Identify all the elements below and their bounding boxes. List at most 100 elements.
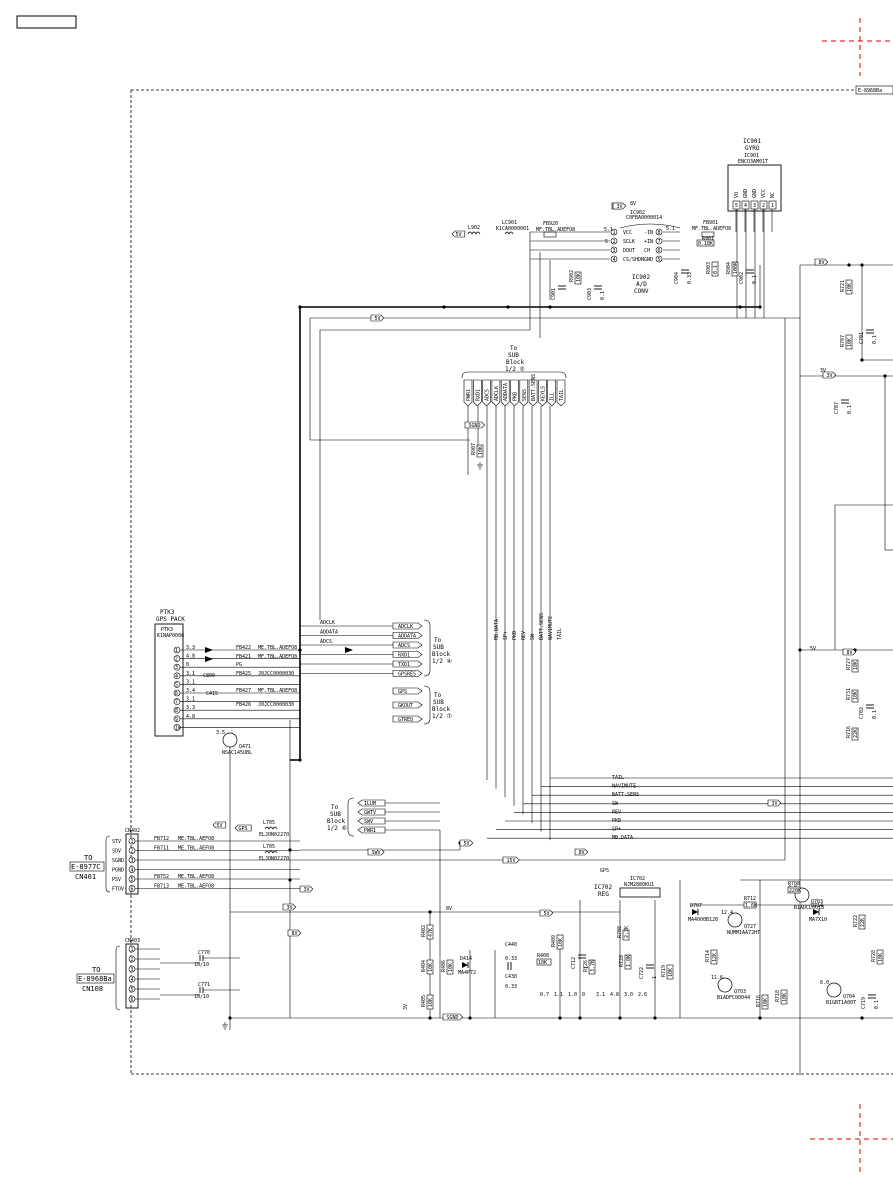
net-tag-label: 3V: [617, 204, 623, 210]
cn402-to-l2: E-8977C: [71, 863, 101, 871]
sub-b-tag: [392, 687, 423, 695]
sub-top-pin: [500, 379, 510, 407]
sub-top-pin-label: ADCS: [485, 389, 491, 401]
resistor-ref: R722: [853, 915, 859, 927]
net-tag: [451, 230, 466, 238]
ic902-name: A/D: [636, 281, 647, 288]
resistor-value: 10K: [853, 661, 859, 670]
resistor-ref: R402: [421, 925, 427, 937]
transistor-voltage: 6.0: [820, 980, 829, 986]
cn402-pin-name: PSV: [112, 877, 121, 883]
ic902-pin-name: CS/SHDN: [623, 257, 644, 263]
resistor-value: 10K: [478, 446, 484, 455]
sub-top-pin-label: RXD1: [475, 389, 481, 401]
inductor: [264, 850, 278, 854]
junction-dot: [298, 648, 302, 652]
transistor-part: B1ADFC00044: [717, 995, 750, 1001]
junction-dot: [798, 648, 802, 652]
sub-a-signal: ADDATA: [398, 634, 416, 640]
ic901-pin: [732, 200, 741, 210]
inductor-ref: L705: [263, 820, 275, 826]
sub-top-pin: [547, 379, 557, 407]
diode: [813, 909, 819, 915]
transistor-ref: Q703: [734, 989, 746, 995]
net-tag-label: 5V: [375, 316, 381, 322]
ic901-pin: [768, 200, 777, 210]
sub-a-signal: ADCS: [398, 643, 410, 649]
ic902-pin-name: VCC: [623, 230, 632, 236]
transistor-ref: Q703: [811, 899, 823, 905]
ic902-pin: [610, 237, 618, 245]
net-tag: [822, 371, 837, 379]
resistor-value: 10K: [878, 953, 884, 962]
resistor-ref: R718: [775, 990, 781, 1002]
ptk3-part-no: K1NAP0008: [157, 633, 184, 639]
bus-vertical-label: REV: [521, 631, 527, 640]
cap-ref: C901: [551, 288, 557, 300]
cap-ref: C771: [198, 982, 210, 988]
resistor: [851, 659, 859, 673]
resistor-ref: R409: [551, 935, 557, 947]
ic902-pin-name: +IN: [644, 239, 653, 245]
net-name: 3V: [403, 1004, 409, 1010]
sub-block-a-l2: SUB: [433, 644, 444, 651]
part-value: K1CA0000001: [496, 226, 529, 232]
resistor-value: 100K: [733, 262, 739, 274]
part-ref: FB920: [543, 221, 558, 227]
junction-dot: [578, 1016, 582, 1020]
cap-ref: C701: [859, 332, 865, 344]
net-tag: [212, 821, 227, 829]
ptk3-pin-number: 10: [175, 725, 181, 731]
resistor-value: 0.1: [713, 265, 719, 274]
cn402-pin-name: STV: [112, 839, 121, 845]
cap-value: 10/10: [194, 994, 209, 1000]
cn403-pin-number: 5: [131, 987, 134, 993]
inductor-ref: L705: [263, 844, 275, 850]
ic902-voltage: 5.1: [604, 227, 613, 233]
dynamic-parts: 5V0.18K5VFB422ME.TBL.ADEFO8FB421MF.TBL.A…: [154, 201, 887, 1021]
net-tag-label: SWV: [372, 850, 381, 856]
fb-ref: FB713: [154, 884, 169, 890]
junction-dot: [468, 1016, 472, 1020]
cap-ref: C770: [198, 950, 210, 956]
diode-ref: D707: [690, 903, 702, 909]
ptk3-voltage: 4.8: [186, 714, 195, 720]
transistor: [727, 912, 743, 928]
cap-value: 1: [584, 966, 590, 969]
resistor-ref: R714: [705, 950, 711, 962]
sub-top-pin-label: ADDATA: [503, 383, 509, 401]
resistor-ref: R716: [846, 726, 852, 738]
resistor: [710, 949, 718, 965]
ptk3-pin-number: 3: [175, 665, 178, 671]
resistor: [426, 959, 434, 975]
net-name: 3V: [820, 368, 826, 374]
transistor: [717, 977, 733, 993]
fb-ref: FB427: [236, 688, 251, 694]
fb-value: MF.TBL.ADEFO8: [258, 688, 297, 694]
node-voltage: 2.6: [638, 992, 647, 998]
fb-value: J0JCC0000030: [258, 702, 294, 708]
resistor-value: 220K: [789, 888, 801, 894]
ic902-pin-number: 3: [613, 248, 616, 254]
cap-value: 0.33: [505, 956, 517, 962]
net-tag: [442, 1013, 464, 1021]
fb-value: ME.TBL.AEFO8: [178, 836, 214, 842]
net-tag: [287, 929, 302, 937]
cn402-to-l3: CN401: [75, 873, 96, 881]
resistor-value: 10K: [847, 283, 853, 292]
resistor-ref: R712: [744, 896, 756, 902]
junction-dot: [860, 358, 864, 362]
ptk3-voltage: 3.3: [186, 705, 195, 711]
resistor-value: 22K: [860, 918, 866, 927]
cn402: CN402 TO E-8977C CN401 1STV2SDV3SGND4PGN…: [69, 828, 140, 895]
sub-top-pin-label: PWR1: [466, 389, 472, 401]
cn402-to-l1: TO: [84, 854, 92, 862]
ptk3-pin-number: 7: [175, 700, 178, 706]
sub-top-pin: [519, 379, 529, 407]
sub-top-pin: [510, 379, 519, 407]
sub-c-signal: GWTV: [364, 810, 376, 816]
ic902-name2: CONV: [634, 288, 649, 295]
